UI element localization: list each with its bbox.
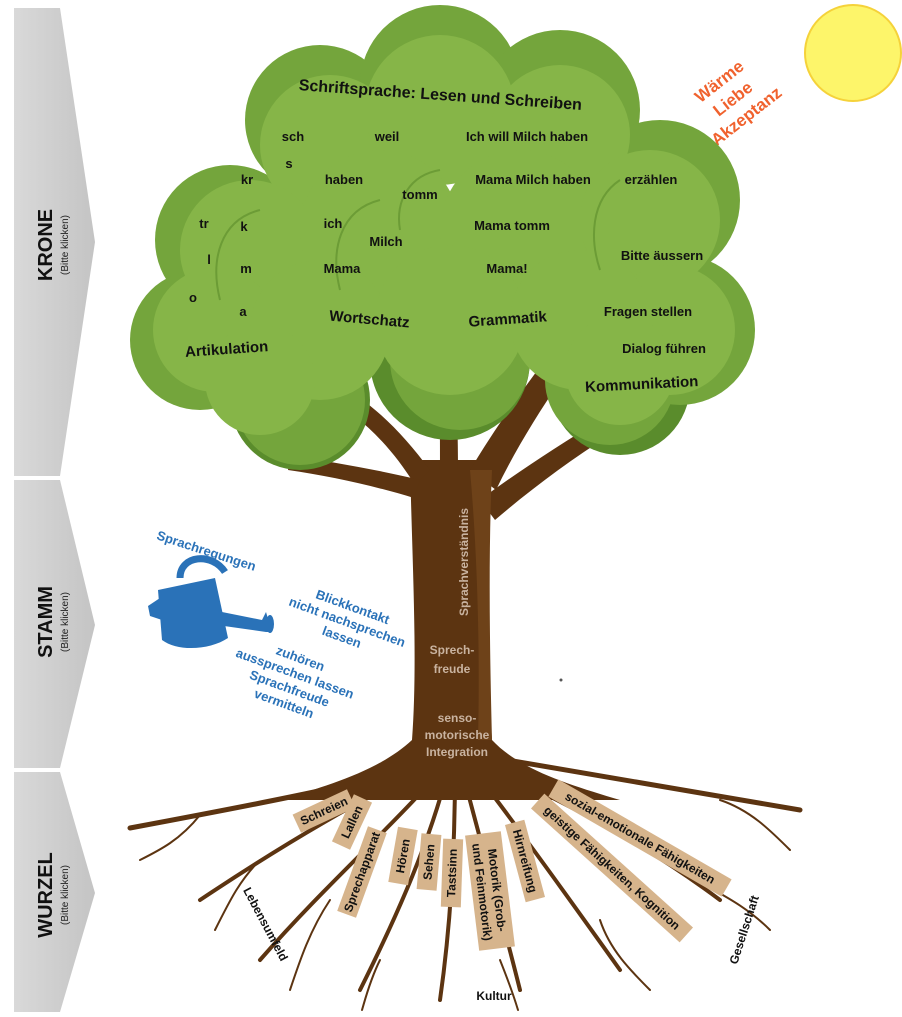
word-mama: Mama: [324, 261, 362, 276]
side-tab-wurzel-hint: (Bitte klicken): [60, 865, 71, 925]
sound-s: s: [285, 156, 292, 171]
area-kommunikation: Kommunikation: [585, 373, 699, 396]
svg-text:Sehen: Sehen: [420, 843, 437, 880]
trunk-sprechfreude-2: freude: [434, 662, 471, 676]
watering-title: Sprachregungen: [155, 528, 258, 574]
root-label-motorik: Motorik (Grob- und Feinmotorik): [465, 831, 515, 951]
side-tab-stamm-label: STAMM: [35, 586, 57, 658]
side-tab-stamm[interactable]: STAMM (Bitte klicken): [14, 480, 95, 768]
sound-o: o: [189, 290, 197, 305]
sound-kr: kr: [241, 172, 253, 187]
sentence-mama: Mama!: [486, 261, 527, 276]
trunk-texts: Sprachverständnis Sprech- freude senso- …: [425, 508, 490, 759]
env-kultur: Kultur: [476, 989, 512, 1003]
trunk-sensomotorisch-1: senso-: [438, 711, 477, 725]
side-tab-krone-label: KRONE: [35, 209, 57, 281]
sound-l: l: [207, 252, 211, 267]
word-tomm: tomm: [402, 187, 437, 202]
svg-text:Hören: Hören: [393, 838, 413, 875]
trunk-shadow: [470, 470, 492, 740]
svg-text:Hirnreifung: Hirnreifung: [510, 828, 540, 894]
comm-bitte-aeussern: Bitte äussern: [621, 248, 703, 263]
sound-k: k: [240, 219, 248, 234]
tree-crown: [130, 5, 755, 470]
sun-icon: [804, 4, 902, 102]
trunk-sprechfreude-1: Sprech-: [430, 643, 475, 657]
word-ich: ich: [324, 216, 343, 231]
root-label-sehen: Sehen: [416, 833, 442, 891]
sound-tr: tr: [199, 216, 208, 231]
root-labels: Schreien Lallen Sprechapparat Hören Sehe…: [292, 779, 732, 951]
sound-m: m: [240, 261, 252, 276]
side-tab-krone-hint: (Bitte klicken): [60, 215, 71, 275]
trunk-sprachverstaendnis: Sprachverständnis: [457, 508, 471, 616]
sound-a: a: [239, 304, 247, 319]
area-grammatik: Grammatik: [468, 308, 548, 330]
stray-dot: [559, 678, 563, 682]
watering-can-icon: [148, 555, 274, 649]
sentence-mama-tomm: Mama tomm: [474, 218, 550, 233]
sentence-ich-will-milch-haben: Ich will Milch haben: [466, 129, 588, 144]
root-label-tastsinn: Tastsinn: [440, 838, 464, 908]
trunk-sensomotorisch-2: motorische: [425, 728, 490, 742]
svg-text:Tastsinn: Tastsinn: [444, 849, 460, 898]
side-tab-wurzel[interactable]: WURZEL (Bitte klicken): [14, 772, 95, 1012]
side-tab-krone[interactable]: KRONE (Bitte klicken): [14, 8, 95, 476]
comm-dialog-fuehren: Dialog führen: [622, 341, 706, 356]
word-haben: haben: [325, 172, 363, 187]
comm-fragen-stellen: Fragen stellen: [604, 304, 692, 319]
side-tab-stamm-hint: (Bitte klicken): [60, 592, 71, 652]
comm-erzaehlen: erzählen: [625, 172, 678, 187]
sentence-mama-milch-haben: Mama Milch haben: [475, 172, 591, 187]
root-label-hoeren: Hören: [388, 826, 418, 886]
word-milch: Milch: [369, 234, 402, 249]
word-weil: weil: [374, 129, 400, 144]
area-artikulation: Artikulation: [185, 338, 269, 361]
env-gesellschaft: Gesellschaft: [727, 894, 762, 966]
trunk-sensomotorisch-3: Integration: [426, 745, 488, 759]
area-wortschatz: Wortschatz: [329, 308, 411, 332]
sound-sch: sch: [282, 129, 304, 144]
side-tab-wurzel-label: WURZEL: [35, 852, 57, 938]
